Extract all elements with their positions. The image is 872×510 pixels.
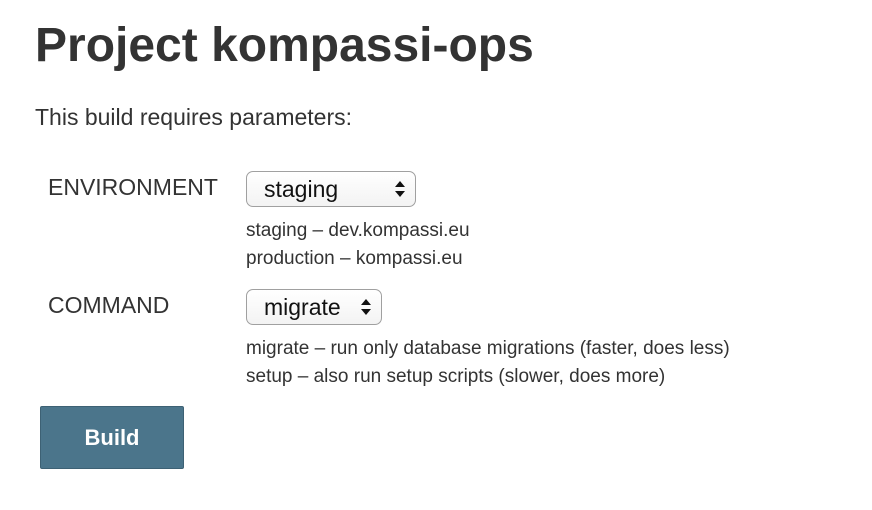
intro-text: This build requires parameters: — [35, 104, 353, 130]
environment-select[interactable]: staging — [246, 171, 416, 207]
command-select-value: migrate — [264, 293, 341, 320]
environment-description-line: staging – dev.kompassi.eu — [246, 220, 470, 241]
command-select[interactable]: migrate — [246, 289, 382, 325]
select-arrows-icon — [395, 181, 405, 197]
param-label-command: COMMAND — [48, 292, 170, 318]
page-title: Project kompassi-ops — [35, 19, 534, 72]
command-description-line: setup – also run setup scripts (slower, … — [246, 366, 666, 387]
environment-select-value: staging — [264, 175, 339, 202]
select-arrows-icon — [361, 299, 371, 315]
build-button[interactable]: Build — [40, 406, 184, 469]
command-description-line: migrate – run only database migrations (… — [246, 338, 730, 359]
environment-description-line: production – kompassi.eu — [246, 248, 463, 269]
param-label-environment: ENVIRONMENT — [48, 174, 218, 200]
